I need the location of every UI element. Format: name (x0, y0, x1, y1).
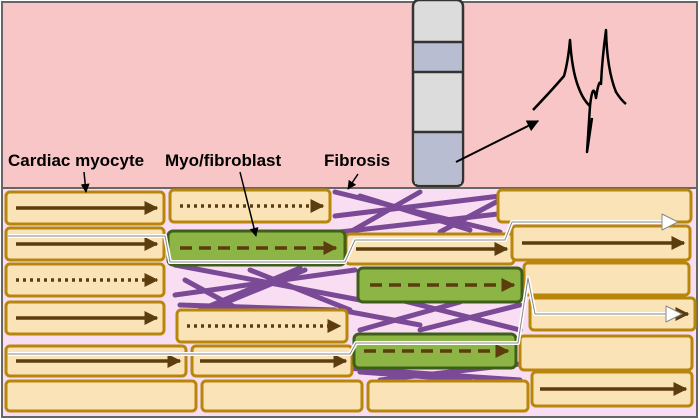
myocyte-cell (522, 261, 691, 297)
propagation-paths (8, 213, 683, 356)
conduction-arrows (16, 199, 690, 396)
fibroblast-cell (352, 332, 518, 370)
label-fibrosis: Fibrosis (324, 151, 390, 170)
fibrosis-network (172, 189, 523, 383)
label-cardiac-myocyte: Cardiac myocyte (8, 151, 144, 170)
myocyte-cell (518, 334, 694, 372)
fibroblast-cell (356, 266, 524, 304)
myocyte-cell (175, 308, 349, 344)
electrogram-trace-icon (532, 28, 627, 111)
myocyte-cell (200, 379, 364, 413)
electrogram-trace-spike (585, 105, 594, 154)
myocyte-cell (4, 262, 166, 298)
electrode-pointer (455, 120, 540, 163)
label-myo-fibroblast: Myo/fibroblast (165, 151, 282, 170)
label-pointers (80, 171, 359, 237)
myocyte-cell (366, 379, 530, 413)
recording-electrode-icon (411, 0, 465, 188)
myocyte-cell (4, 379, 198, 413)
